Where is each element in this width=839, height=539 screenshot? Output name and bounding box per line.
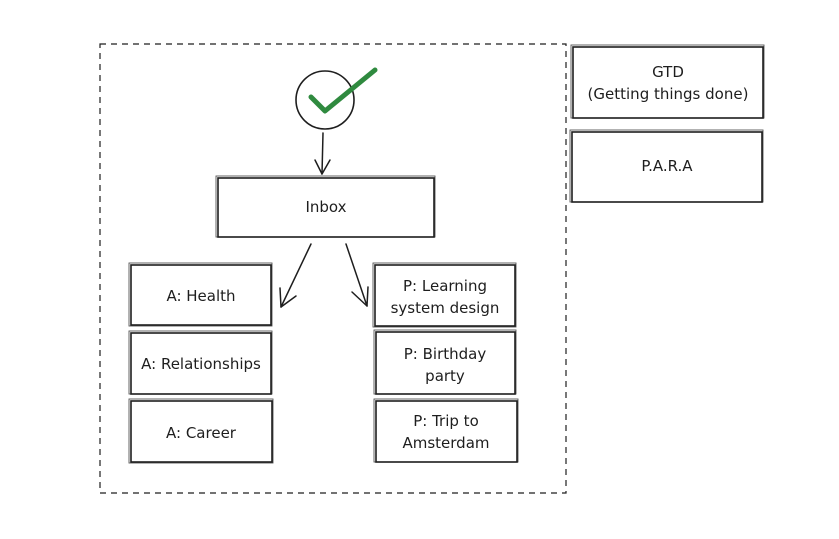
project-label-line2: Amsterdam [402,434,489,452]
project-label-line1: P: Learning [403,277,487,295]
project-label-line1: P: Birthday [404,345,487,363]
diagram-frame [99,43,567,494]
gtd-box: GTD (Getting things done) [570,44,765,119]
project-box-birthday: P: Birthday party [373,329,517,395]
gtd-subtitle: (Getting things done) [588,85,749,103]
inbox-box: Inbox [215,175,436,238]
project-box-amsterdam: P: Trip to Amsterdam [373,398,519,463]
gtd-title: GTD [652,63,684,81]
para-label: P.A.R.A [641,157,693,175]
area-box-career: A: Career [128,398,274,464]
project-box-system-design: P: Learning system design [372,262,517,328]
area-box-health: A: Health [128,262,273,327]
arrow-check-to-inbox [314,132,331,175]
area-box-relationships: A: Relationships [128,330,273,395]
area-label-relationships: A: Relationships [141,355,261,373]
project-label-line2: system design [391,299,500,317]
checkmark-circle-icon [295,67,378,130]
inbox-label: Inbox [305,198,346,216]
para-box: P.A.R.A [569,129,764,203]
arrow-inbox-to-areas [279,243,312,308]
area-label-health: A: Health [166,287,235,305]
area-label-career: A: Career [166,424,237,442]
arrow-inbox-to-projects [345,243,369,307]
project-label-line1: P: Trip to [413,412,479,430]
project-label-line2: party [425,367,465,385]
